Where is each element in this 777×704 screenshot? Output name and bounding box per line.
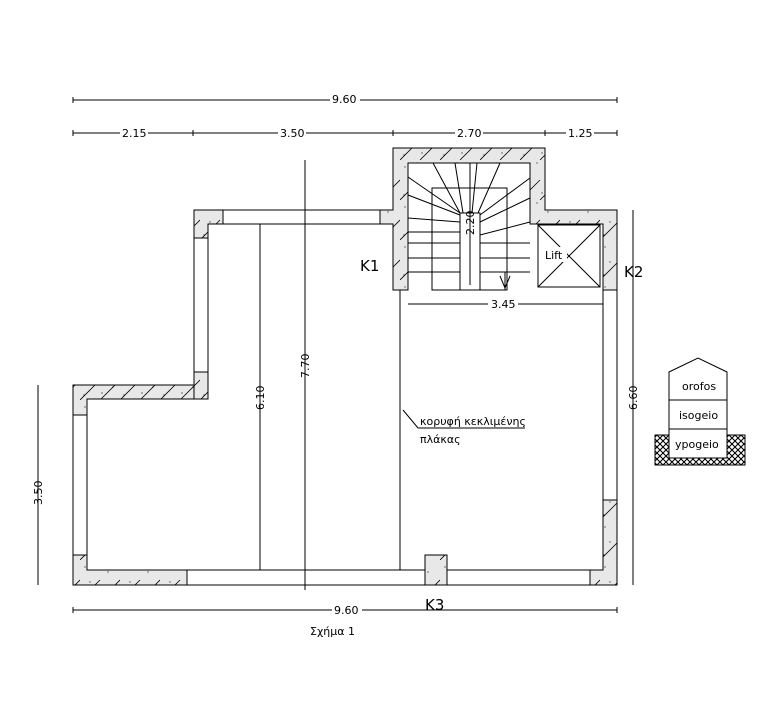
dimension-lines: [37, 97, 634, 613]
staircase: [407, 162, 531, 291]
column-label-k3: K3: [425, 596, 444, 614]
dim-stair-span: 3.45: [491, 298, 516, 311]
figure-caption: Σχήμα 1: [310, 625, 355, 638]
legend-ypogeio: ypogeio: [675, 438, 719, 451]
dim-height-right: 6.60: [627, 386, 640, 411]
note-sloped-slab-line1: κορυφή κεκλιμένης: [420, 415, 526, 428]
dim-segment-3: 2.70: [457, 127, 482, 140]
lift-shaft: Lift: [537, 224, 601, 288]
column-k3: [424, 554, 448, 586]
dim-segment-4: 1.25: [568, 127, 593, 140]
column-label-k1: K1: [360, 257, 379, 275]
legend-orofos: orofos: [682, 380, 716, 393]
dim-segment-2: 3.50: [280, 127, 305, 140]
note-leader: [402, 409, 525, 429]
dim-height-left-room: 6.10: [254, 386, 267, 411]
dim-overall-top: 9.60: [332, 93, 357, 106]
legend-isogeio: isogeio: [679, 409, 718, 422]
concrete-columns: [72, 147, 618, 586]
dim-segment-1: 2.15: [122, 127, 147, 140]
dim-stair-length: 2.20: [464, 211, 477, 236]
floor-legend: orofos isogeio ypogeio: [654, 357, 746, 466]
dim-height-left: 3.50: [32, 481, 45, 506]
note-sloped-slab-line2: πλάκας: [420, 433, 461, 446]
dim-height-center: 7.70: [299, 354, 312, 379]
dim-overall-bottom: 9.60: [334, 604, 359, 617]
lift-label: Lift: [545, 249, 563, 262]
column-label-k2: K2: [624, 263, 643, 281]
